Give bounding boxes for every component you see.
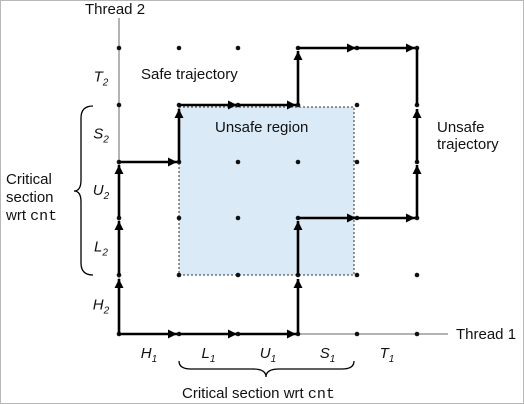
- grid-point: [414, 272, 420, 278]
- y-tick-label: S2: [93, 126, 109, 146]
- unsafe-region: [178, 106, 355, 276]
- grid-point: [235, 272, 241, 278]
- y-axis-title: Thread 2: [85, 1, 145, 18]
- grid-point: [354, 331, 360, 337]
- unsafe-trajectory-label-line2: trajectory: [437, 136, 499, 153]
- y-tick-label: T2: [94, 69, 109, 89]
- y-critical-label-line3: wrt cnt: [5, 207, 57, 225]
- grid-point: [235, 215, 241, 221]
- grid-point: [116, 45, 122, 51]
- unsafe-trajectory-path: [119, 48, 422, 339]
- y-critical-label-line1: Critical: [6, 171, 52, 188]
- grid-point: [235, 45, 241, 51]
- x-tick-label: T1: [380, 345, 395, 365]
- grid-point: [295, 159, 301, 165]
- y-tick-label: U2: [93, 182, 110, 202]
- grid-point: [414, 331, 420, 337]
- grid-point: [116, 102, 122, 108]
- y-critical-label-line2: section: [6, 189, 54, 206]
- x-critical-label: Critical section wrt cnt: [182, 385, 335, 403]
- x-tick-label: L1: [202, 345, 216, 365]
- grid-point: [176, 215, 182, 221]
- x-tick-labels: H1 L1 U1 S1 T1: [141, 345, 395, 365]
- x-critical-brace: [178, 360, 355, 378]
- y-tick-labels: H2 L2 U2 S2 T2: [93, 69, 110, 317]
- y-critical-brace: [73, 105, 94, 276]
- safe-trajectory-path: [114, 43, 415, 334]
- x-tick-label: U1: [260, 345, 276, 365]
- grid-point: [235, 159, 241, 165]
- unsafe-trajectory-label-line1: Unsafe: [437, 119, 485, 136]
- grid-point: [354, 159, 360, 165]
- x-tick-label: H1: [141, 345, 157, 365]
- y-tick-label: H2: [93, 297, 110, 317]
- grid-point: [354, 272, 360, 278]
- x-tick-label: S1: [320, 345, 336, 365]
- unsafe-region-label: Unsafe region: [215, 119, 308, 136]
- grid-point: [176, 272, 182, 278]
- grid-point: [176, 45, 182, 51]
- safe-trajectory-label: Safe trajectory: [141, 66, 238, 83]
- grid-point: [354, 102, 360, 108]
- y-tick-label: L2: [94, 239, 108, 259]
- x-axis-title: Thread 1: [456, 326, 516, 343]
